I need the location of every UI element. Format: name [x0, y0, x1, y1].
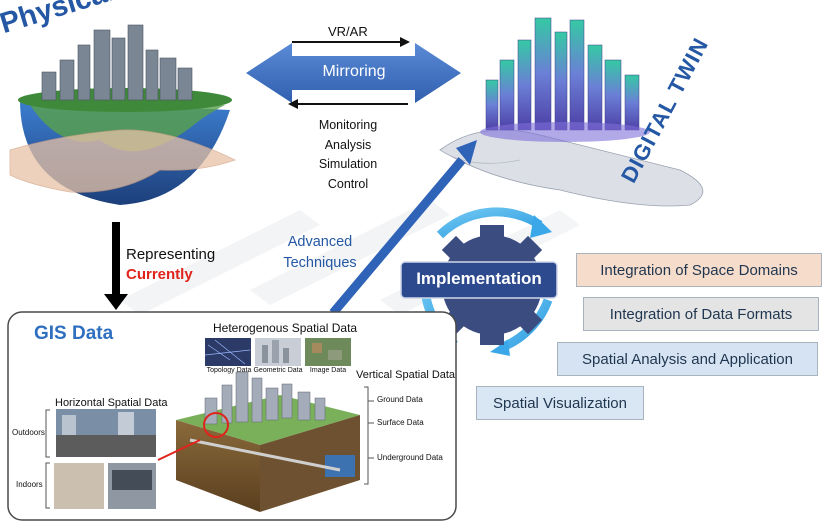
box-spatial-analysis: Spatial Analysis and Application [557, 342, 818, 376]
vertical-ground: Ground Data [377, 395, 423, 404]
currently-label: Currently [126, 266, 193, 283]
physical-world-illustration [9, 24, 237, 205]
implementation-label: Implementation [416, 269, 542, 288]
horizontal-title: Horizontal Spatial Data [55, 397, 168, 409]
function-analysis: Analysis [324, 137, 372, 152]
hetero-image: Image Data [309, 367, 347, 374]
advanced-techniques-arrow [329, 140, 477, 316]
techniques-line: Techniques [283, 255, 357, 271]
digital-twin-illustration [439, 17, 704, 207]
outdoors-label: Outdoors [12, 428, 45, 437]
mirroring-label: Mirroring [322, 63, 386, 80]
indoors-label: Indoors [16, 480, 43, 489]
vertical-underground: Underground Data [377, 453, 443, 462]
hetero-topology: Topology Data [206, 367, 252, 374]
function-simulation: Simulation [318, 157, 378, 171]
hetero-geometric: Geometric Data [253, 367, 303, 374]
vertical-title: Vertical Spatial Data [356, 369, 456, 381]
box-space-domains: Integration of Space Domains [576, 253, 822, 287]
vertical-surface: Surface Data [377, 418, 424, 427]
vr-ar-label: VR/AR [328, 24, 368, 39]
representing-arrow [104, 222, 128, 310]
implementation-cycle [400, 207, 558, 356]
twin-functions-list: Monitoring Analysis Simulation Control [300, 116, 396, 194]
heterogenous-title: Heterogenous Spatial Data [213, 321, 358, 335]
advanced-techniques-label: Advanced Techniques [272, 232, 368, 274]
representing-label: Representing [126, 246, 216, 263]
box-data-formats: Integration of Data Formats [583, 297, 819, 331]
mirroring-double-arrow [246, 37, 461, 109]
box-spatial-visualization: Spatial Visualization [476, 386, 644, 420]
gis-data-title: GIS Data [34, 323, 114, 344]
function-monitoring: Monitoring [318, 118, 378, 132]
gis-data-panel [7, 311, 457, 521]
advanced-line: Advanced [287, 234, 353, 250]
function-control: Control [327, 176, 369, 191]
